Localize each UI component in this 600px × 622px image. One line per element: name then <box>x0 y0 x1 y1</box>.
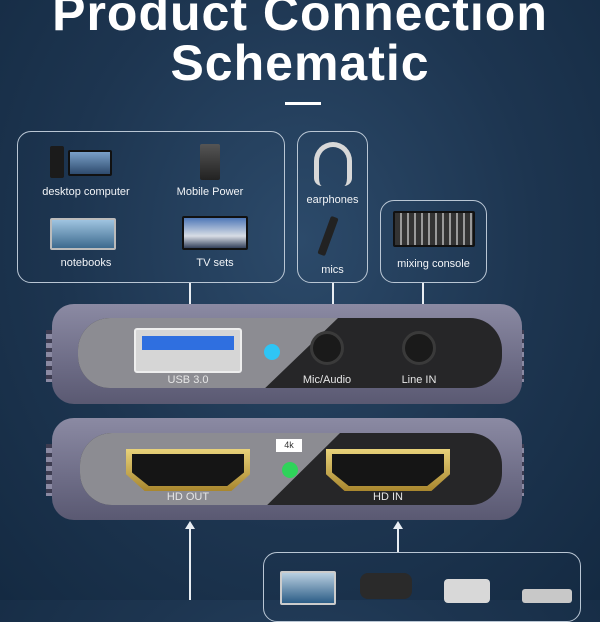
earphones-icon <box>314 142 352 186</box>
mixing-console-box: mixing console <box>380 200 487 283</box>
projector-icon <box>444 579 490 603</box>
label-tv-sets: TV sets <box>196 257 234 269</box>
port-panel: USB 3.0 Mic/Audio Line IN <box>78 318 502 388</box>
label-notebooks: notebooks <box>60 257 112 269</box>
label-mic-audio: Mic/Audio <box>302 374 352 386</box>
connector-line <box>189 528 191 600</box>
usb-devices-box: desktop computer Mobile Power notebooks … <box>17 131 285 283</box>
label-mobile-power: Mobile Power <box>176 186 244 198</box>
label-mixing-console: mixing console <box>397 258 470 270</box>
label-mics: mics <box>321 264 344 276</box>
tv-icon <box>182 216 248 250</box>
capture-device-bottom-face: HD OUT 4k HD IN <box>52 418 522 520</box>
mobile-power-icon <box>200 144 220 180</box>
capture-device-top-face: USB 3.0 Mic/Audio Line IN <box>52 304 522 404</box>
arrow-up-icon <box>393 521 403 529</box>
badge-4k: 4k <box>276 439 302 452</box>
status-led-green <box>282 462 298 478</box>
title-divider <box>285 102 321 105</box>
hdmi-panel: HD OUT 4k HD IN <box>80 433 502 505</box>
usb-port[interactable] <box>134 328 242 373</box>
camcorder-icon <box>360 573 412 599</box>
mixing-console-icon <box>393 211 475 247</box>
notebook-icon <box>50 218 116 250</box>
console-icon <box>522 589 572 603</box>
label-hd-out: HD OUT <box>166 491 210 503</box>
vent-fins <box>46 444 56 496</box>
connector-line <box>422 283 424 321</box>
monitor-icon <box>68 150 112 176</box>
audio-devices-box: earphones mics <box>297 131 368 283</box>
microphone-icon <box>317 215 339 257</box>
label-earphones: earphones <box>306 194 359 206</box>
connector-line <box>189 283 191 319</box>
connector-line <box>397 528 399 552</box>
hdmi-out-port[interactable] <box>126 449 250 491</box>
usb-port-tongue <box>142 336 234 350</box>
arrow-up-icon <box>185 521 195 529</box>
connector-line <box>332 283 334 321</box>
status-led-blue <box>264 344 280 360</box>
label-desktop-computer: desktop computer <box>42 186 130 198</box>
label-usb-3: USB 3.0 <box>167 374 209 386</box>
label-line-in: Line IN <box>401 374 437 386</box>
title-line-2: Schematic <box>170 35 430 91</box>
line-in-jack[interactable] <box>402 331 436 365</box>
label-hd-in: HD IN <box>373 491 403 503</box>
hdmi-source-devices-box <box>263 552 581 622</box>
hdmi-in-port[interactable] <box>326 449 450 491</box>
vent-fins <box>46 330 56 382</box>
desktop-computer-icon <box>50 146 64 178</box>
title-line-1: Product Connection <box>52 0 548 41</box>
mic-audio-jack[interactable] <box>310 331 344 365</box>
